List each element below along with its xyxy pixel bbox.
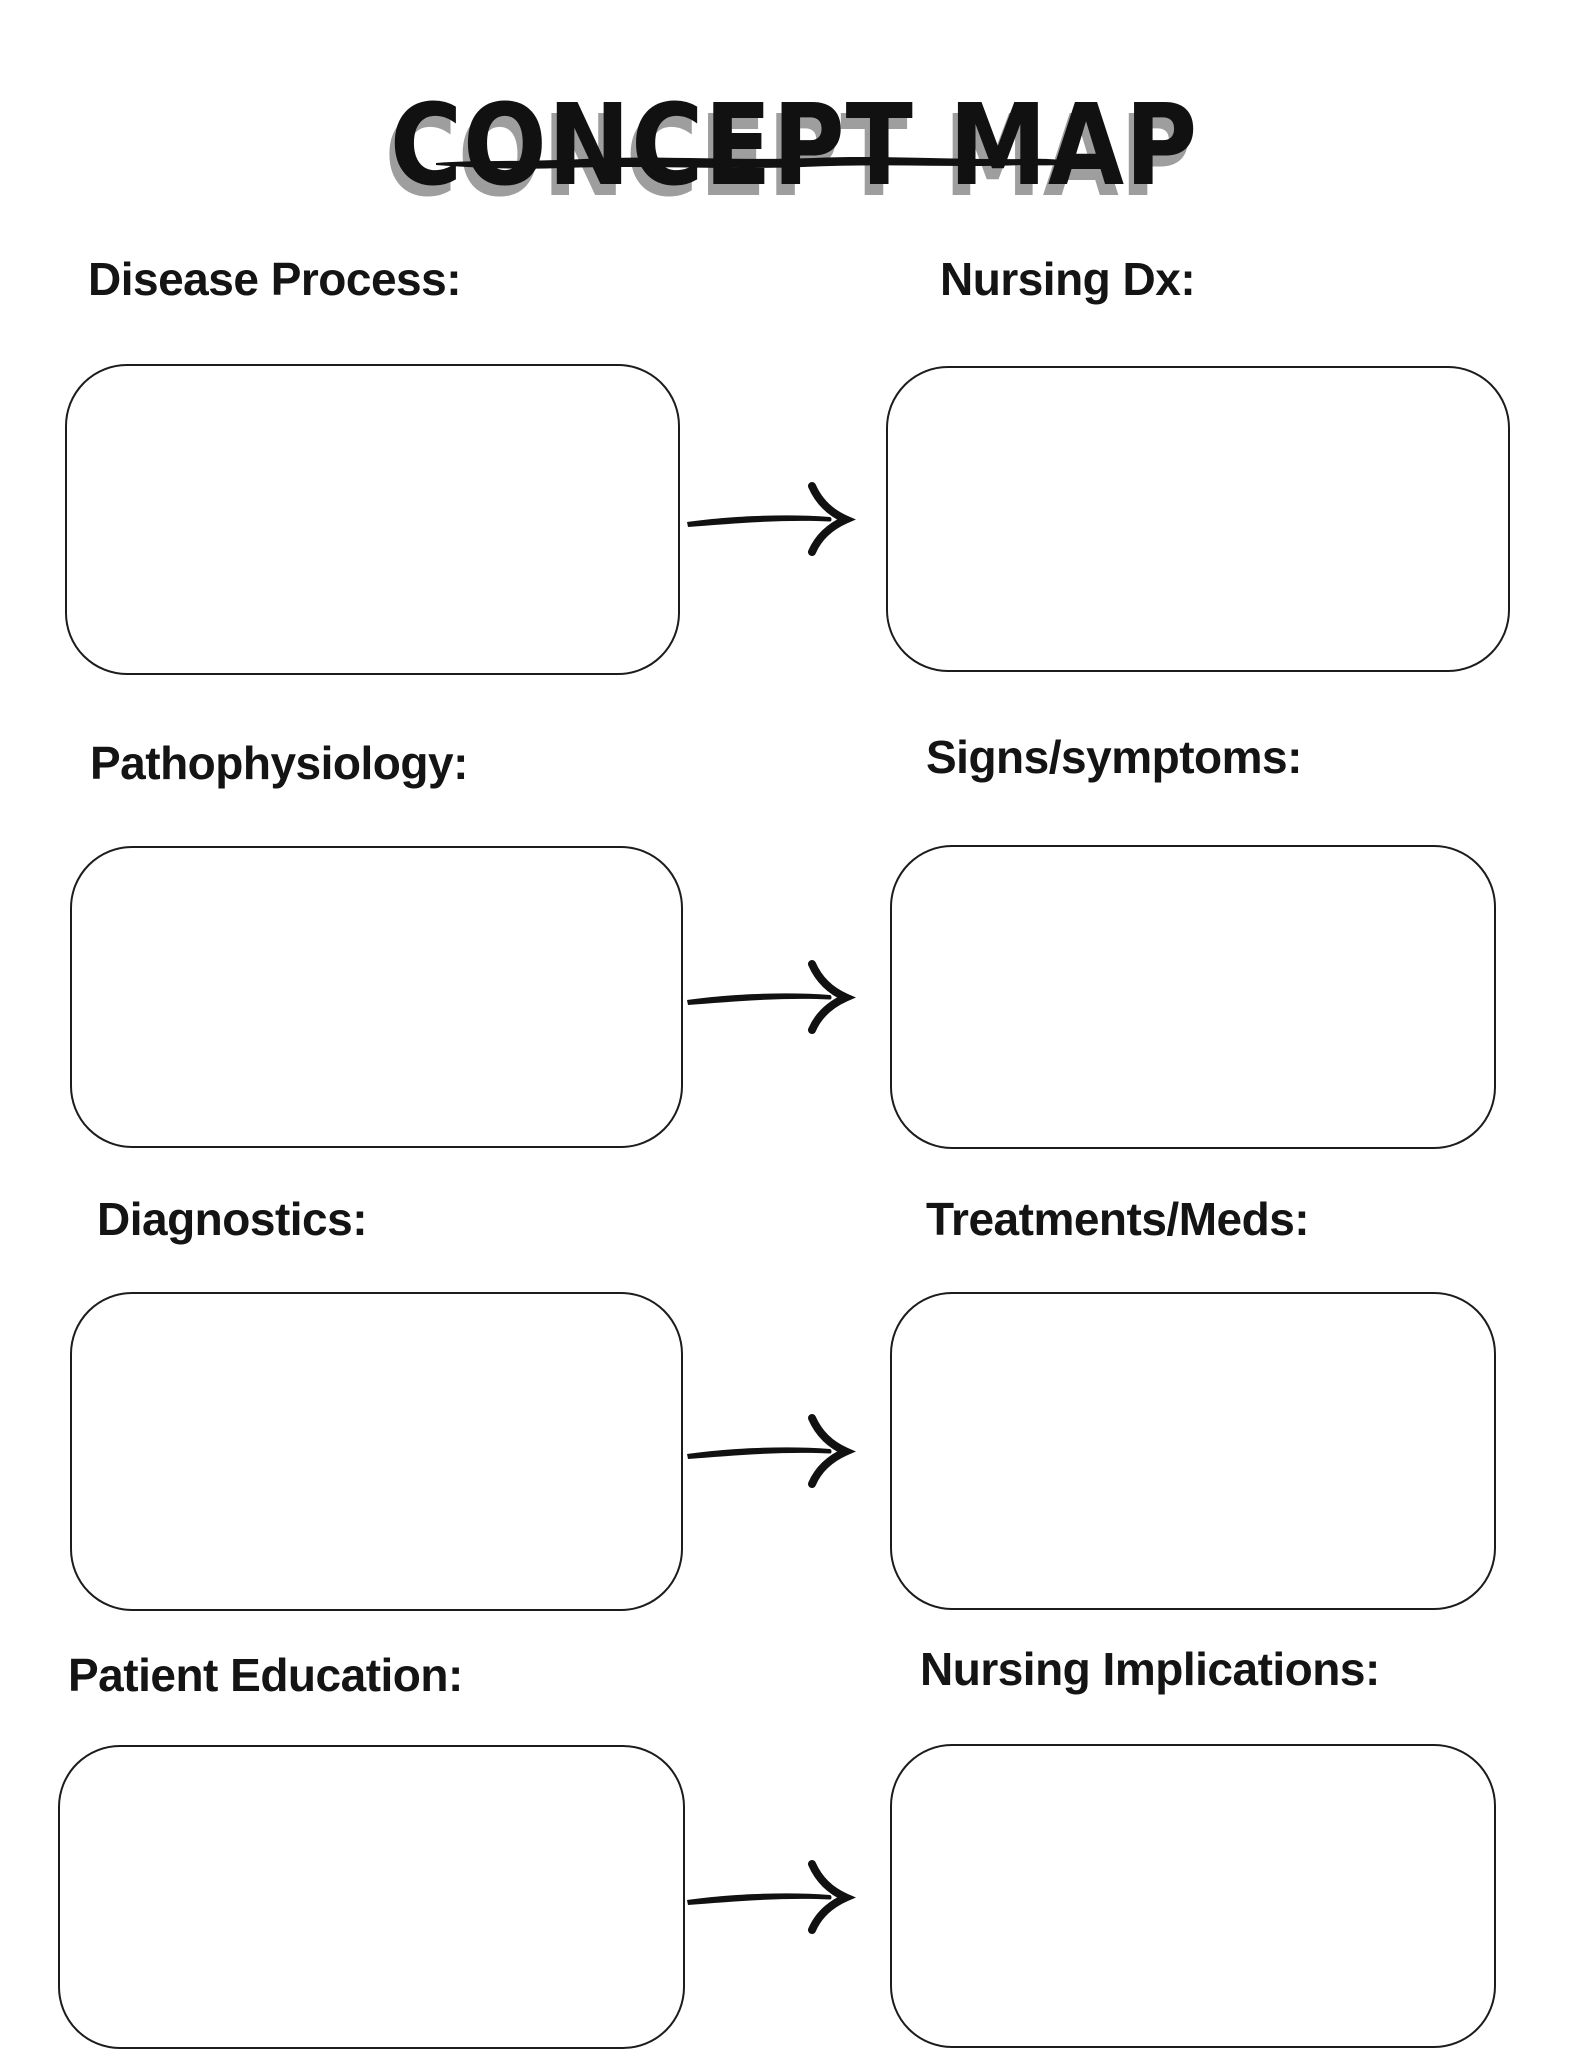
arrow-right-icon — [687, 1860, 856, 1934]
label-patient-education: Patient Education: — [68, 1649, 463, 1701]
diagnostics-box[interactable] — [70, 1292, 683, 1611]
treatments-meds-box[interactable] — [890, 1292, 1496, 1610]
label-disease-process: Disease Process: — [88, 253, 462, 305]
label-signs-symptoms: Signs/symptoms: — [926, 731, 1302, 783]
page-title: CONCEPT MAP — [389, 81, 1199, 212]
nursing-implications-box[interactable] — [890, 1744, 1496, 2048]
label-diagnostics: Diagnostics: — [97, 1193, 368, 1245]
nursing-dx-box[interactable] — [886, 366, 1510, 672]
label-nursing-implications: Nursing Implications: — [920, 1643, 1380, 1695]
label-treatments-meds: Treatments/Meds: — [926, 1193, 1310, 1245]
arrow-right-icon — [687, 960, 856, 1034]
disease-process-box[interactable] — [65, 364, 680, 675]
signs-symptoms-box[interactable] — [890, 845, 1496, 1149]
arrow-right-icon — [687, 482, 856, 556]
patient-education-box[interactable] — [58, 1745, 685, 2049]
arrow-right-icon — [687, 1414, 856, 1488]
label-nursing-dx: Nursing Dx: — [940, 253, 1196, 305]
title-underline-brush-stroke — [436, 157, 1078, 169]
label-pathophysiology: Pathophysiology: — [90, 737, 468, 789]
pathophysiology-box[interactable] — [70, 846, 683, 1148]
